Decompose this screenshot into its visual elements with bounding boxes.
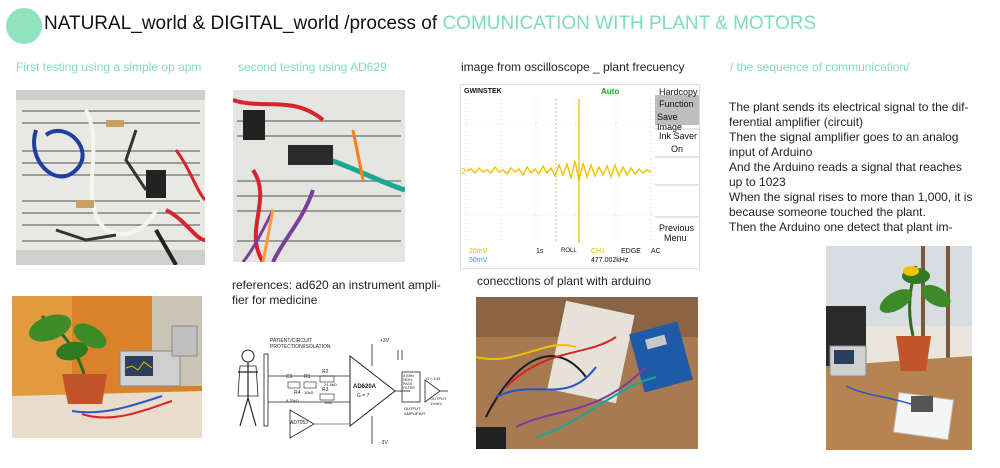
- sequence-line: The plant sends its electrical signal to…: [729, 100, 969, 114]
- title-prefix: NATURAL_world & DIGITAL_world /process o…: [44, 13, 443, 34]
- sequence-line: And the Arduino reads a signal that reac…: [729, 160, 962, 174]
- diagram-v3: 1MΩ: [324, 400, 333, 405]
- sequence-line: input of Arduino: [729, 145, 813, 159]
- diagram-output-2: 1V/mV: [430, 401, 443, 406]
- diagram-chip-gain: G = 7: [357, 393, 370, 399]
- sequence-line: When the signal rises to more than 1,000…: [729, 190, 973, 204]
- diagram-patient-label-2: PROTECTION/ISOLATION: [270, 344, 331, 350]
- diagram-r1: R1: [304, 374, 311, 380]
- scope-timebase: 1s: [536, 248, 544, 255]
- title-accent: COMUNICATION WITH PLANT & MOTORS: [442, 13, 817, 34]
- diagram-chip-buffer: AD705J: [290, 420, 308, 426]
- scope-frequency: 477.002kHz: [591, 257, 629, 264]
- page-title: NATURAL_world & DIGITAL_world /process o…: [44, 13, 816, 35]
- scope-trigger: EDGE: [621, 248, 641, 255]
- scope-menu-inksaver: Ink Saver: [659, 131, 698, 141]
- oscilloscope-display: [461, 85, 699, 268]
- diagram-patient-label: PATIENT/CIRCUIT PROTECTION/ISOLATION: [270, 338, 330, 350]
- diagram-patient-label-1: PATIENT/CIRCUIT: [270, 338, 313, 344]
- diagram-v4: 8.25kΩ: [286, 398, 299, 403]
- plant-motor-photo: [826, 246, 972, 450]
- sequence-line: Then the signal amplifier goes to an ana…: [729, 130, 959, 144]
- scope-menu-previous: Previous: [659, 223, 695, 233]
- scope-coupling: AC: [651, 248, 661, 255]
- diagram-v1: 10kΩ: [304, 390, 314, 395]
- scope-menu-on: On: [671, 144, 684, 154]
- circuit-schematic: [230, 336, 448, 454]
- diagram-chip-main: AD620A: [353, 384, 377, 390]
- diagram-filter-4: FILTER: [403, 386, 415, 390]
- diagram-filter: 0.03Hz HIGH- PASS FILTER: [403, 374, 415, 390]
- diagram-r4: R4: [294, 390, 301, 396]
- diagram-r2: R2: [322, 369, 329, 375]
- caption-sequence: / the sequence of communication/: [730, 60, 910, 74]
- plant-motor-illustration: [826, 246, 972, 450]
- caption-references-1: references: ad620 an instrument ampli-: [232, 278, 441, 292]
- sequence-paragraph: The plant sends its electrical signal to…: [729, 100, 994, 235]
- diagram-v2: 24.9kΩ: [324, 382, 337, 387]
- diagram-vminus: -3V: [380, 440, 388, 446]
- diagram-filter-1: 0.03Hz: [403, 374, 415, 378]
- scope-menu-function: Function: [659, 99, 694, 109]
- sequence-line: up to 1023: [729, 175, 786, 189]
- diagram-g-label: G = 143: [426, 376, 441, 381]
- diagram-r3: R3: [322, 387, 329, 393]
- accent-circle: [6, 8, 42, 44]
- arduino-illustration: [476, 297, 698, 449]
- caption-references-2: fier for medicine: [232, 293, 318, 307]
- breadboard-illustration-2: [233, 90, 405, 262]
- caption-first-testing: First testing using a simple op apm: [16, 60, 202, 74]
- diagram-vplus: +3V: [380, 338, 390, 344]
- scope-ch2-scale: 50mV: [469, 257, 488, 264]
- diagram-output-amp: OUTPUT AMPLIFIER: [404, 406, 425, 416]
- scope-marker: 2: [461, 167, 466, 176]
- breadboard-illustration-1: [16, 90, 205, 265]
- diagram-c1: C1: [286, 374, 293, 380]
- diagram-filter-2: HIGH-: [403, 378, 413, 382]
- breadboard-photo-2: [233, 90, 405, 262]
- diagram-output-amp-1: OUTPUT: [404, 406, 421, 411]
- scope-ch-label: CH1: [591, 248, 606, 255]
- diagram-filter-3: PASS: [403, 382, 413, 386]
- scope-mode: Auto: [601, 87, 620, 96]
- oscilloscope-screenshot: GWINSTEK Auto Hardcopy Function Save Ima…: [460, 84, 700, 269]
- caption-oscilloscope: image from oscilloscope _ plant frecuenc…: [461, 60, 685, 74]
- diagram-output-1: OUTPUT: [430, 396, 447, 401]
- scope-roll: ROLL: [561, 248, 577, 254]
- diagram-output-amp-2: AMPLIFIER: [404, 411, 426, 416]
- sequence-line: ferential amplifier (circuit): [729, 115, 864, 129]
- plant-oscilloscope-illustration: [12, 296, 202, 438]
- caption-connections: conecctions of plant with arduino: [477, 274, 652, 288]
- diagram-output: OUTPUT 1V/mV: [430, 396, 446, 406]
- breadboard-photo-1: [16, 90, 205, 265]
- sequence-line: Then the Arduino one detect that plant i…: [729, 220, 953, 234]
- scope-ch1-scale: 20mV: [469, 248, 488, 255]
- sequence-line: because someone touched the plant.: [729, 205, 926, 219]
- scope-brand: GWINSTEK: [464, 88, 502, 95]
- plant-oscilloscope-photo: [12, 296, 202, 438]
- caption-second-testing: second testing using AD629: [238, 60, 387, 74]
- ad620-circuit-diagram: PATIENT/CIRCUIT PROTECTION/ISOLATION AD6…: [230, 336, 448, 454]
- scope-menu-title: Hardcopy: [659, 87, 698, 97]
- scope-menu-save: Save Image: [657, 112, 683, 132]
- arduino-connections-photo: [476, 297, 698, 449]
- scope-menu-menu: Menu: [664, 233, 687, 243]
